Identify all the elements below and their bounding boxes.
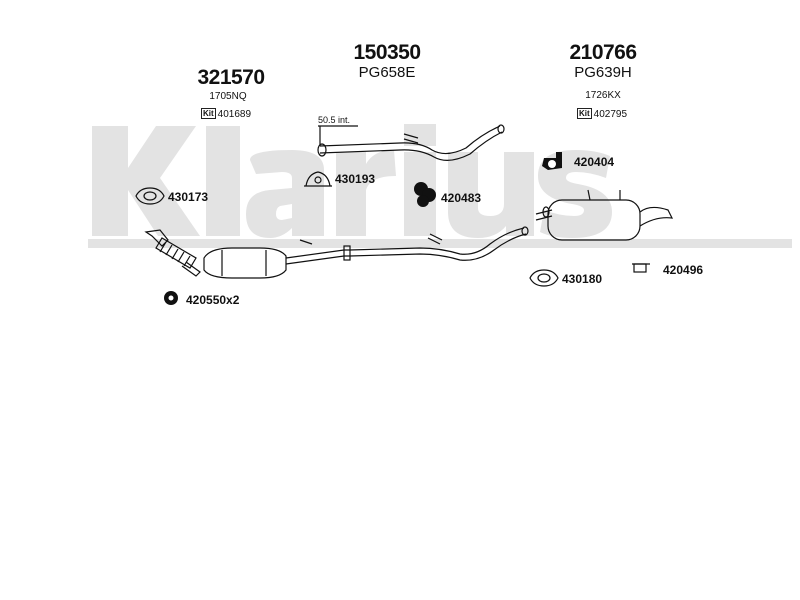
middle-pipe-upper <box>319 124 505 161</box>
hanger-icon <box>542 152 562 170</box>
part-label-430173: 430173 <box>168 190 209 204</box>
middle-part-number: 150350 <box>353 41 421 64</box>
annotation-label: 50.5 int. <box>318 115 351 125</box>
part-label-420483: 420483 <box>441 191 482 205</box>
part-label-420496: 420496 <box>663 263 704 277</box>
kit-icon: Kit <box>201 108 216 119</box>
part-label-420550: 420550x2 <box>186 293 240 307</box>
clamp-icon <box>304 171 332 187</box>
front-pipe-assembly <box>144 226 529 279</box>
gasket-icon <box>529 269 559 287</box>
flange-icon <box>317 143 327 157</box>
front-sub-code: 1705NQ <box>209 91 247 102</box>
rear-sub-code: 1726KX <box>585 90 621 101</box>
gasket-icon <box>135 187 165 205</box>
front-kit-number: 401689 <box>217 109 252 120</box>
part-label-430180: 430180 <box>562 272 603 286</box>
part-label-430193: 430193 <box>335 172 376 186</box>
front-part-number: 321570 <box>197 66 265 89</box>
part-label-420404: 420404 <box>574 155 615 169</box>
rear-part-number: 210766 <box>569 41 637 64</box>
rear-pg-code: PG639H <box>574 64 632 81</box>
hanger-icon <box>632 263 650 273</box>
rubber-mount-icon <box>164 291 178 305</box>
middle-pg-code: PG658E <box>358 64 416 81</box>
kit-icon: Kit <box>577 108 592 119</box>
rubber-mount-icon <box>414 182 436 207</box>
rear-kit-number: 402795 <box>593 109 628 120</box>
rear-silencer <box>535 189 674 241</box>
